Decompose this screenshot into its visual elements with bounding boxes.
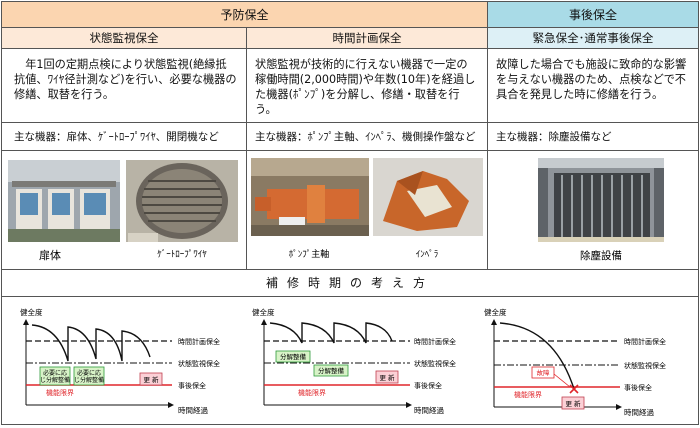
condition-monitoring-photos: 扉体 ｹﾞｰﾄﾛｰﾌﾟﾜｲﾔ [2,151,247,270]
svg-text:必要に応じ分解整備: 必要に応じ分解整備 [40,369,70,384]
rope-wire-caption: ｹﾞｰﾄﾛｰﾌﾟﾜｲﾔ [157,249,207,260]
impeller-photo [373,158,483,236]
svg-text:健全度: 健全度 [484,307,507,317]
corrective-maintenance-header: 事後保全 [488,2,698,28]
impeller-caption: ｲﾝﾍﾟﾗ [416,249,439,260]
function-limit-label: 機能限界 [46,388,74,397]
condition-monitoring-diagram: 健全度 時間経過 時間計画保全 状態監視保全 事後保全 機能限界 必要に応じ分解… [2,297,234,424]
svg-text:事後保全: 事後保全 [624,383,652,392]
emergency-corrective-photos: 除塵設備 [488,151,698,270]
corrective-level-label: 事後保全 [178,381,206,390]
svg-text:更 新: 更 新 [565,399,581,408]
svg-text:時間経過: 時間経過 [624,407,654,417]
condition-level-label: 状態監視保全 [178,359,220,368]
condition-monitoring-description: 年1回の定期点検により状態監視(絶縁抵抗値、ﾜｲﾔ径計測など)を行い、必要な機器… [2,49,247,123]
time-axis-label: 時間経過 [178,405,208,415]
condition-monitoring-title: 状態監視保全 [2,28,247,49]
time-based-equipment: 主な機器：ﾎﾟﾝﾌﾟ主軸、ｲﾝﾍﾟﾗ、機側操作盤など [247,123,488,151]
svg-text:機能限界: 機能限界 [298,388,326,397]
svg-text:更 新: 更 新 [379,373,395,382]
time-based-photos: ﾎﾟﾝﾌﾟ主軸 ｲﾝﾍﾟﾗ [247,151,488,270]
time-based-diagram: 健全度 時間経過 時間計画保全 状態監視保全 事後保全 機能限界 分解整備 分解… [234,297,474,424]
svg-text:健全度: 健全度 [252,307,275,317]
svg-text:状態監視保全: 状態監視保全 [624,361,666,370]
emergency-corrective-title: 緊急保全･通常事後保全 [488,28,698,49]
svg-text:分解整備: 分解整備 [280,352,307,361]
dust-removal-photo [538,158,664,242]
pump-shaft-photo [251,158,369,236]
gate-photo [8,160,120,242]
health-axis-label: 健全度 [20,307,43,317]
condition-monitoring-equipment: 主な機器：扉体、ｹﾞｰﾄﾛｰﾌﾟﾜｲﾔ、開閉機など [2,123,247,151]
pump-shaft-caption: ﾎﾟﾝﾌﾟ主軸 [289,248,330,260]
pump-photo-group: ﾎﾟﾝﾌﾟ主軸 ｲﾝﾍﾟﾗ [251,158,483,260]
renew-label: 更 新 [143,375,159,384]
failure-label: 故障 [537,368,551,377]
repair-timing-title: 補修時期の考え方 [2,270,698,297]
preventive-maintenance-header: 予防保全 [2,2,488,28]
emergency-corrective-description: 故障した場合でも施設に致命的な影響を与えない機器のため、点検などで不具合を発見し… [488,49,698,123]
svg-text:機能限界: 機能限界 [514,390,542,399]
dust-removal-photo-group: 除塵設備 [538,158,664,262]
time-based-level-label: 時間計画保全 [178,337,220,346]
svg-text:時間経過: 時間経過 [414,405,444,415]
time-based-title: 時間計画保全 [247,28,488,49]
time-based-description: 状態監視が技術的に行えない機器で一定の稼働時間(2,000時間)や年数(10年)… [247,49,488,123]
svg-text:時間計画保全: 時間計画保全 [624,337,666,346]
svg-text:事後保全: 事後保全 [414,381,442,390]
svg-text:必要に応じ分解整備: 必要に応じ分解整備 [74,369,104,384]
corrective-diagram: 健全度 時間経過 時間計画保全 状態監視保全 事後保全 機能限界 故障 更 新 [474,297,698,424]
gate-caption: 扉体 [39,248,61,262]
emergency-corrective-equipment: 主な機器：除塵設備など [488,123,698,151]
gate-photo-group: 扉体 ｹﾞｰﾄﾛｰﾌﾟﾜｲﾔ [8,160,238,262]
gate-rope-wire-photo [126,160,238,242]
dust-removal-caption: 除塵設備 [580,249,622,262]
svg-text:時間計画保全: 時間計画保全 [414,337,456,346]
svg-text:状態監視保全: 状態監視保全 [414,359,456,368]
svg-text:分解整備: 分解整備 [318,366,345,375]
